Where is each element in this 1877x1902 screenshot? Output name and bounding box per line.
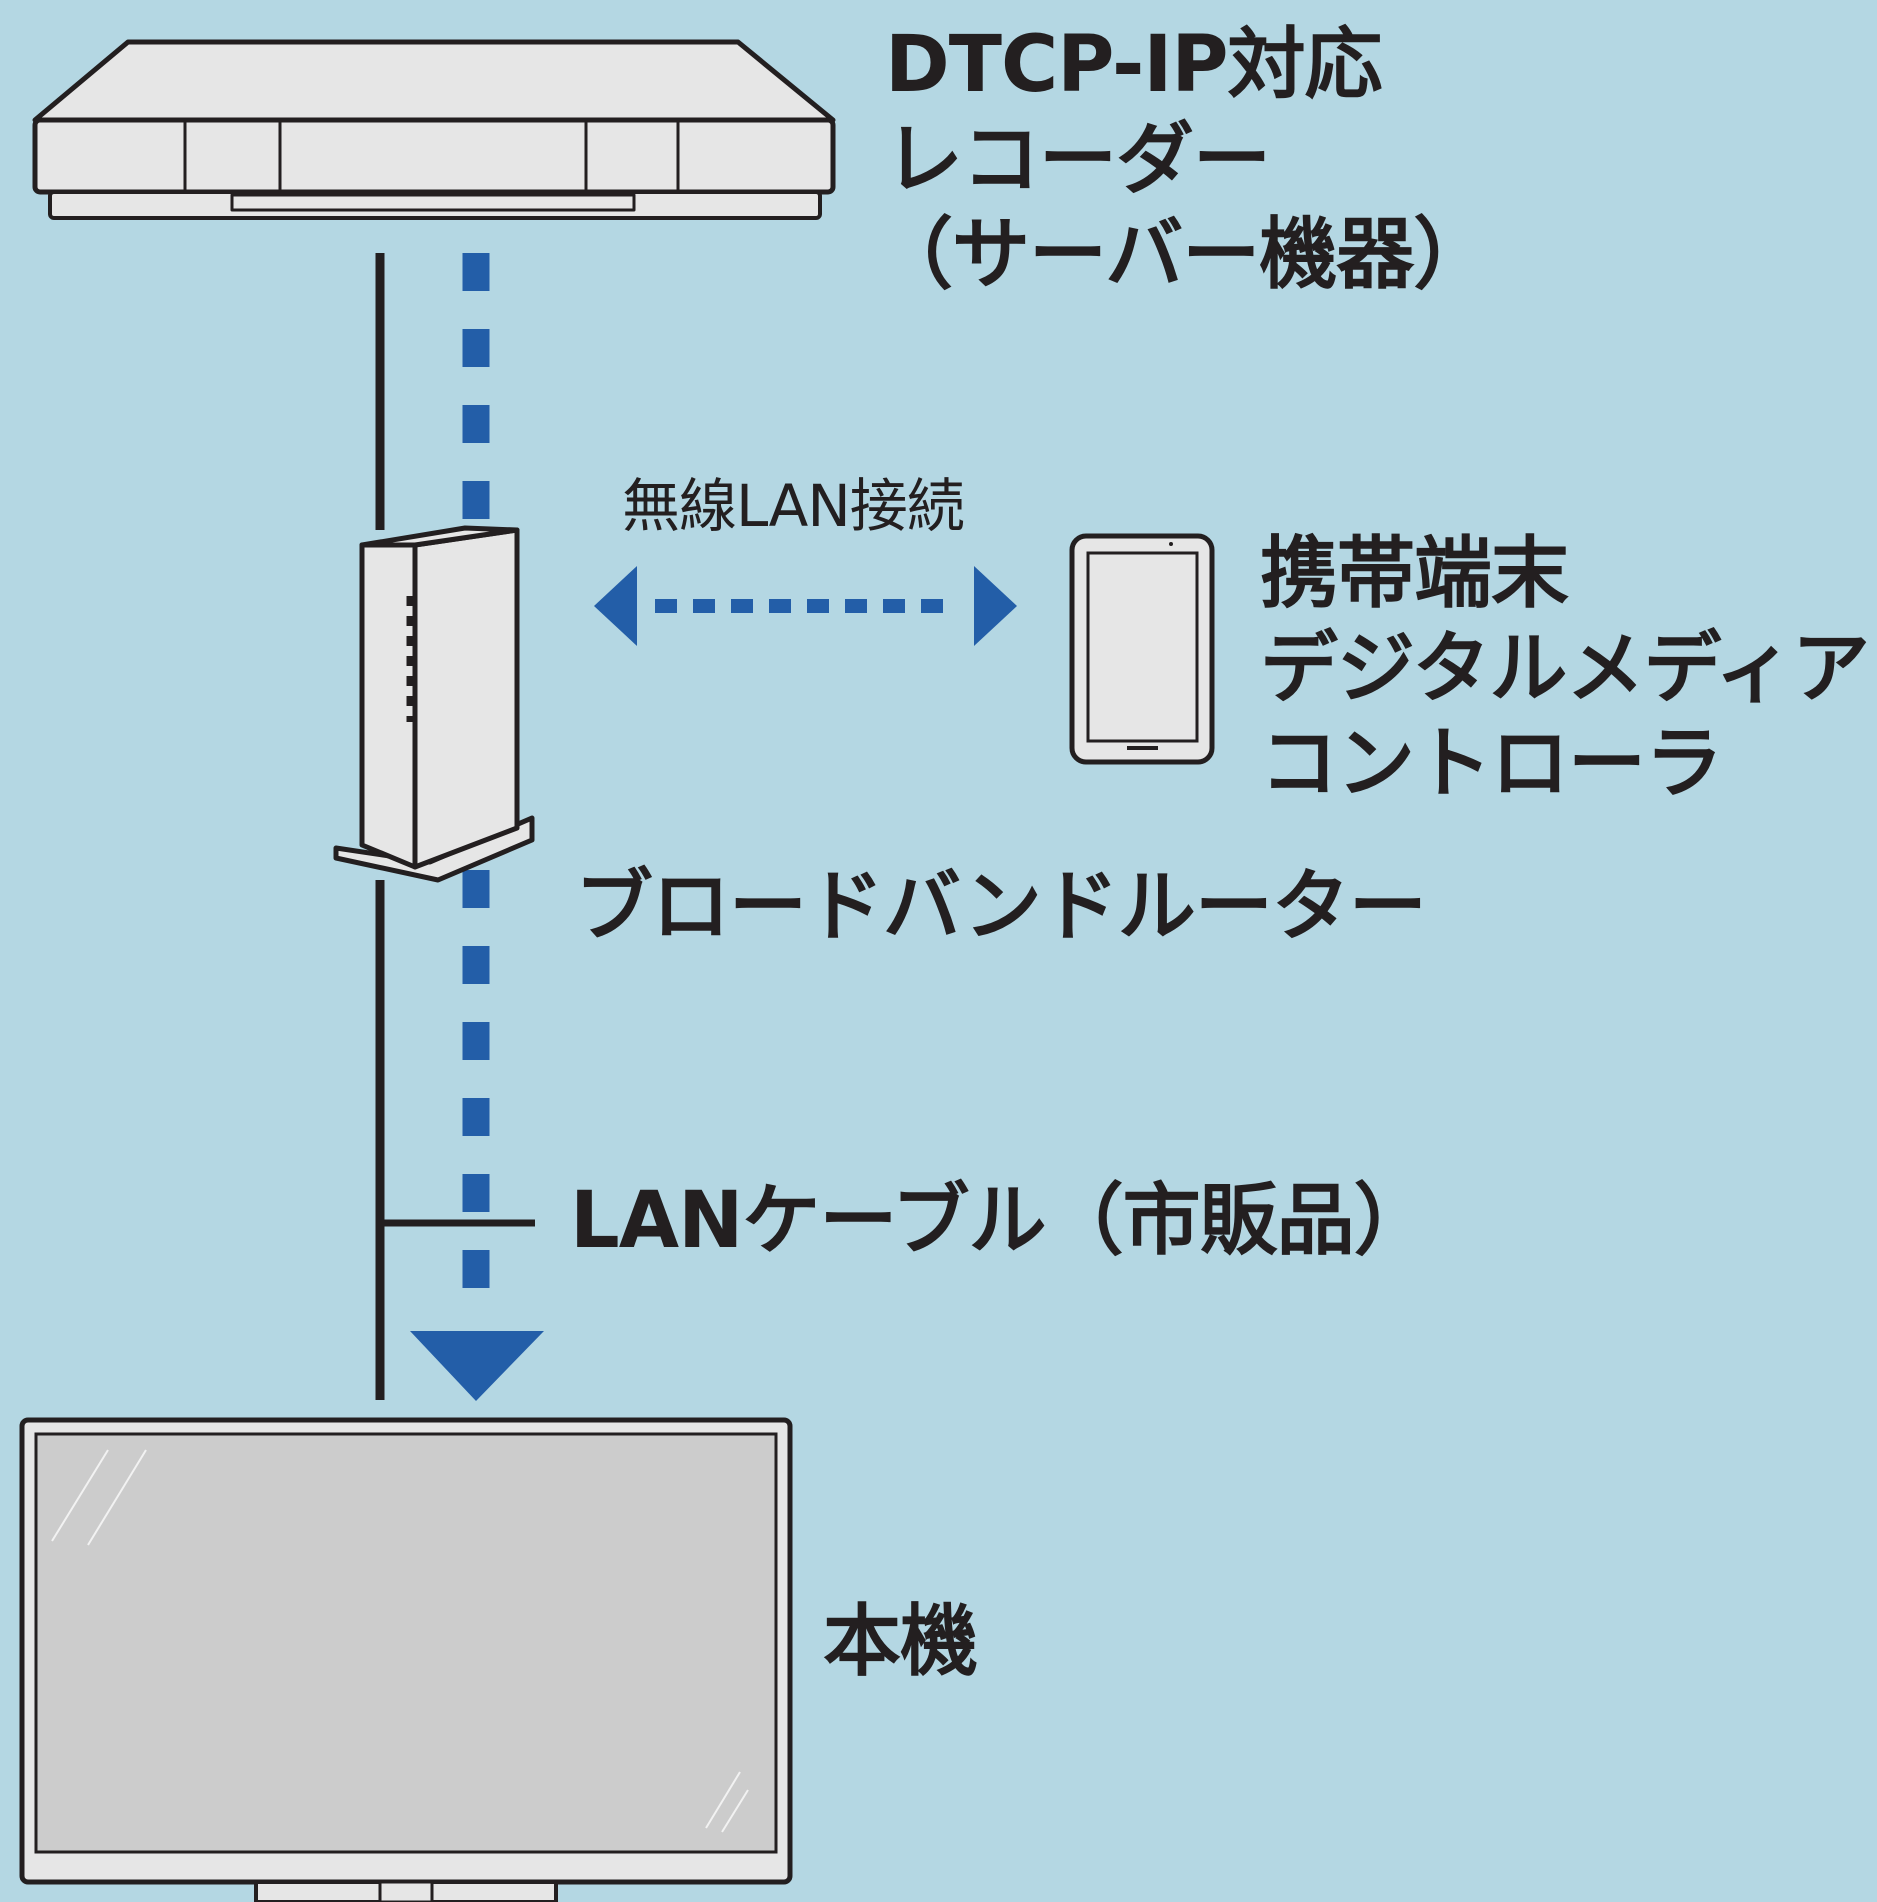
wireless-label: 無線LAN接続 bbox=[622, 472, 965, 540]
lan-cable bbox=[375, 253, 535, 1400]
mobile-label-line-1: 携帯端末 bbox=[1260, 529, 1569, 619]
recorder-label: DTCP-IP対応 レコーダー （サーバー機器） bbox=[875, 20, 1491, 311]
arrow-head-right bbox=[974, 566, 1017, 646]
arrow-head-down bbox=[410, 1331, 544, 1401]
wireless-arrow bbox=[594, 566, 1017, 646]
mobile-label: 携帯端末 デジタルメディア コントローラ bbox=[1260, 529, 1870, 820]
recorder-icon bbox=[32, 39, 836, 220]
router-icon bbox=[333, 525, 535, 883]
recorder-label-line-2: レコーダー bbox=[885, 115, 1271, 205]
tv-icon bbox=[19, 1417, 793, 1902]
router-label: ブロードバンドルーター bbox=[575, 862, 1427, 952]
mobile-label-line-3: コントローラ bbox=[1260, 719, 1723, 809]
tv-label: 本機 bbox=[823, 1597, 978, 1687]
arrow-head-left bbox=[594, 566, 637, 646]
mobile-label-line-2: デジタルメディア bbox=[1260, 624, 1870, 714]
tablet-icon bbox=[1069, 533, 1215, 765]
recorder-label-line-1: DTCP-IP対応 bbox=[885, 20, 1383, 110]
recorder-label-line-3: （サーバー機器） bbox=[875, 210, 1491, 300]
recorder-to-tv-arrow bbox=[410, 253, 544, 1401]
lan-cable-label: LANケーブル（市販品） bbox=[570, 1176, 1432, 1266]
